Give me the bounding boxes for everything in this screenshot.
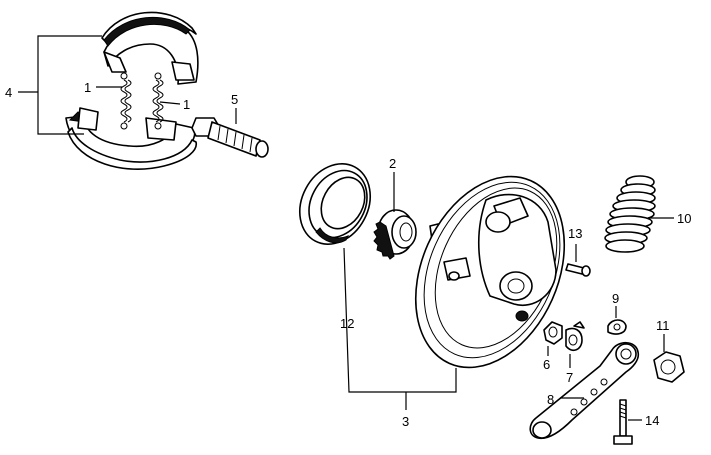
callout-1a: 1 [84,80,91,95]
callout-6: 6 [543,357,550,372]
bolt-14 [613,399,633,445]
callout-3: 3 [402,414,409,429]
callout-14: 14 [645,413,659,428]
callout-11: 11 [656,318,670,333]
leader-1b [159,101,181,105]
nut-6 [543,321,563,345]
screw-13 [565,263,591,277]
indicator-plate-9 [607,319,627,335]
leader-4-bracket [37,35,102,135]
dust-seal [299,163,371,245]
brake-shoe-upper [101,11,199,85]
brake-panel [414,175,566,369]
callout-1b: 1 [183,97,190,112]
callout-5: 5 [231,92,238,107]
spring-right [152,72,164,130]
callout-10: 10 [677,211,691,226]
callout-12: 12 [340,316,354,331]
brake-arm [529,341,640,440]
leader-3-bracket [343,247,457,393]
callout-9: 9 [612,291,619,306]
brake-shoe-lower [65,107,197,170]
callout-4: 4 [5,85,12,100]
spring-left [120,72,132,130]
coil-spring [604,175,656,253]
callout-2: 2 [389,156,396,171]
callout-8: 8 [547,392,554,407]
callout-13: 13 [568,226,582,241]
washer-7 [565,321,585,352]
nut-11 [653,351,685,383]
callout-7: 7 [566,370,573,385]
brake-cam [191,117,269,158]
